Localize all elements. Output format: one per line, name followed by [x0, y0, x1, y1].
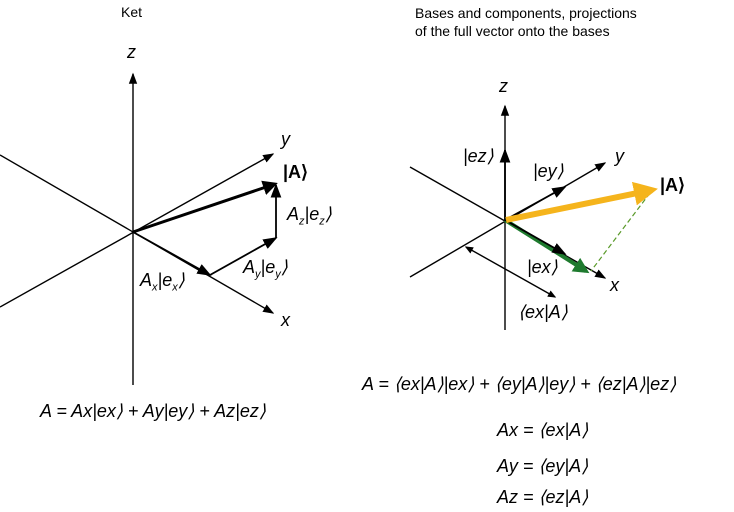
- left-equation: A = Ax|ex⟩ + Ay|ey⟩ + Az|ez⟩: [40, 401, 266, 421]
- right-dashed-projection: [590, 192, 651, 272]
- left-vector-A: [132, 180, 278, 234]
- right-projection-length: [464, 246, 557, 298]
- right-equation: A = ⟨ex|A⟩|ex⟩ + ⟨ey|A⟩|ey⟩ + ⟨ez|A⟩|ez⟩: [362, 374, 677, 394]
- right-ey-arrow: [504, 186, 567, 221]
- right-z-label: z: [499, 76, 508, 96]
- left-y-label: y: [281, 129, 290, 149]
- right-eq-az: Az = ⟨ez|A⟩: [497, 487, 589, 507]
- right-eq-ax: Ax = ⟨ex|A⟩: [497, 420, 589, 440]
- left-z-label: z: [127, 42, 136, 62]
- right-title-line2: of the full vector onto the bases: [415, 23, 610, 39]
- left-ay-arrow: [209, 237, 278, 276]
- right-ex-arrow: [504, 219, 567, 255]
- right-ex-label: |ex⟩: [527, 257, 558, 277]
- right-projection-label: ⟨ex|A⟩: [518, 302, 568, 322]
- left-ax-arrow: [132, 231, 212, 276]
- left-A-label: |A⟩: [283, 162, 309, 182]
- right-orange-vector-A: [505, 181, 658, 223]
- right-eq-ay: Ay = ⟨ey|A⟩: [497, 456, 589, 476]
- right-y-label: y: [615, 146, 624, 166]
- right-A-label: |A⟩: [660, 175, 686, 195]
- left-ay-label: Ay|ey⟩: [243, 257, 288, 281]
- right-title-line1: Bases and components, projections: [415, 5, 637, 21]
- right-ez-label: |ez⟩: [463, 146, 494, 166]
- left-az-label: Az|ez⟩: [287, 204, 332, 228]
- left-ax-label: Ax|ex⟩: [140, 270, 185, 294]
- left-x-label: x: [281, 310, 290, 330]
- right-ey-label: |ey⟩: [533, 161, 564, 181]
- left-title: Ket: [121, 4, 143, 20]
- right-x-label: x: [610, 275, 619, 295]
